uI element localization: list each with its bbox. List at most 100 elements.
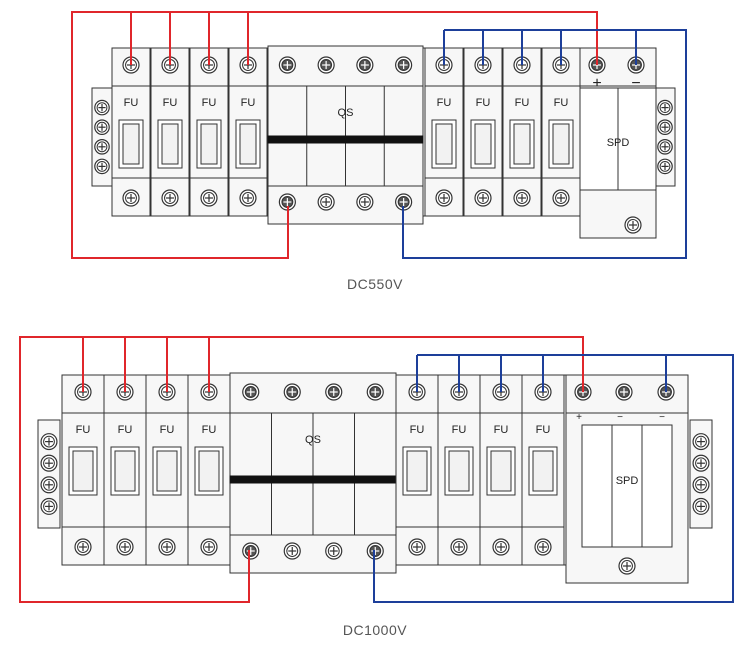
isolator-top-screw-icon xyxy=(325,383,343,401)
fuse-bottom-screw-icon xyxy=(552,189,570,207)
left-fuse-2 xyxy=(103,374,147,566)
spd-module xyxy=(581,424,673,548)
fuse-bottom-screw-icon xyxy=(74,538,92,556)
fuse-label: FU xyxy=(410,424,425,436)
right-fuse-3 xyxy=(502,47,542,217)
spd-terminal-mark: − xyxy=(631,75,640,92)
isolator-bottom-screw-icon xyxy=(283,542,301,560)
fuse-label: FU xyxy=(554,97,569,109)
fuse-bottom-screw-icon xyxy=(239,189,257,207)
fuse-holder-inner xyxy=(198,450,220,492)
fuse-holder-inner xyxy=(435,123,453,165)
fuse-label: FU xyxy=(452,424,467,436)
positive-bus-wire xyxy=(19,336,584,603)
fuse-holder-inner xyxy=(239,123,257,165)
fuse-bottom-screw-icon xyxy=(408,538,426,556)
fuse-bottom-screw-icon xyxy=(534,538,552,556)
fuse-bottom-screw-icon xyxy=(435,189,453,207)
end-clamp-screw-icon xyxy=(692,454,710,472)
isolator-top-screw-icon xyxy=(283,383,301,401)
diagram-caption-dc550v: DC550V xyxy=(347,276,403,292)
fuse-bottom-screw-icon xyxy=(513,189,531,207)
fuse-label: FU xyxy=(202,97,217,109)
isolator-bottom-screw-icon xyxy=(325,542,343,560)
right-fuse-1 xyxy=(424,47,464,217)
left-fuse-1 xyxy=(61,374,105,566)
end-clamp-screw-icon xyxy=(94,158,110,175)
right-fuse-2 xyxy=(463,47,503,217)
fuse-holder-inner xyxy=(122,123,140,165)
isolator-top-screw-icon xyxy=(366,383,384,401)
isolator-top-screw-icon xyxy=(356,56,374,74)
fuse-holder-inner xyxy=(406,450,428,492)
fuse-holder-inner xyxy=(200,123,218,165)
end-clamp-screw-icon xyxy=(40,454,58,472)
fuse-label: FU xyxy=(76,424,91,436)
negative-bus-wire xyxy=(373,354,734,603)
fuse-bottom-screw-icon xyxy=(200,538,218,556)
fuse-bottom-screw-icon xyxy=(492,538,510,556)
left-fuse-1 xyxy=(111,47,151,217)
end-clamp-screw-icon xyxy=(40,433,58,451)
end-clamp-screw-icon xyxy=(94,119,110,135)
fuse-holder-inner xyxy=(114,450,136,492)
negative-bus-wire xyxy=(402,29,687,259)
fuse-holder-inner xyxy=(448,450,470,492)
fuse-label: FU xyxy=(124,97,139,109)
fuse-bottom-screw-icon xyxy=(474,189,492,207)
end-clamp-screw-icon xyxy=(657,99,673,116)
right-fuse-4 xyxy=(521,374,565,566)
isolator-handle-bar xyxy=(229,475,397,484)
right-fuse-2 xyxy=(437,374,481,566)
spd-terminal-mark: + xyxy=(592,75,601,92)
fuse-bottom-screw-icon xyxy=(450,538,468,556)
spd-top-screw-icon xyxy=(615,383,633,401)
fuse-bottom-screw-icon xyxy=(122,189,140,207)
fuse-holder-inner xyxy=(490,450,512,492)
spd-label: SPD xyxy=(607,137,630,149)
fuse-holder-inner xyxy=(513,123,531,165)
end-clamp-screw-icon xyxy=(40,497,58,515)
diagram-caption-dc1000v: DC1000V xyxy=(342,622,408,638)
end-clamp-screw-icon xyxy=(692,433,710,451)
fuse-holder-inner xyxy=(552,123,570,165)
end-clamp-screw-icon xyxy=(657,119,673,135)
fuse-holder-inner xyxy=(161,123,179,165)
left-fuse-4 xyxy=(228,47,268,217)
isolator-handle-bar xyxy=(267,135,424,144)
fuse-holder-inner xyxy=(474,123,492,165)
fuse-label: FU xyxy=(163,97,178,109)
isolator-bottom-screw-icon xyxy=(395,193,413,211)
spd-terminal-mark: + xyxy=(576,412,582,423)
fuse-bottom-screw-icon xyxy=(116,538,134,556)
spd-terminal-mark: − xyxy=(617,412,623,423)
fuse-body xyxy=(189,47,229,217)
isolator-top-screw-icon xyxy=(395,56,413,74)
fuse-label: FU xyxy=(515,97,530,109)
fuse-bottom-screw-icon xyxy=(158,538,176,556)
end-clamp-screw-icon xyxy=(692,476,710,494)
end-clamp-screw-icon xyxy=(657,158,673,175)
fuse-label: FU xyxy=(202,424,217,436)
left-fuse-3 xyxy=(145,374,189,566)
end-clamp-screw-icon xyxy=(40,476,58,494)
fuse-label: FU xyxy=(437,97,452,109)
isolator-bottom-screw-icon xyxy=(366,542,384,560)
end-clamp-screw-icon xyxy=(692,497,710,515)
end-clamp-screw-icon xyxy=(94,99,110,116)
isolator-label: QS xyxy=(305,434,321,446)
fuse-label: FU xyxy=(476,97,491,109)
isolator-top-screw-icon xyxy=(242,383,260,401)
fuse-bottom-screw-icon xyxy=(200,189,218,207)
fuse-bottom-screw-icon xyxy=(161,189,179,207)
positive-bus-wire xyxy=(71,11,598,259)
spd-bottom-screw-icon xyxy=(618,557,636,575)
fuse-label: FU xyxy=(118,424,133,436)
right-fuse-3 xyxy=(479,374,523,566)
isolator-bottom-screw-icon xyxy=(242,542,260,560)
right-fuse-4 xyxy=(541,47,581,217)
fuse-label: FU xyxy=(494,424,509,436)
fuse-label: FU xyxy=(536,424,551,436)
right-fuse-1 xyxy=(395,374,439,566)
